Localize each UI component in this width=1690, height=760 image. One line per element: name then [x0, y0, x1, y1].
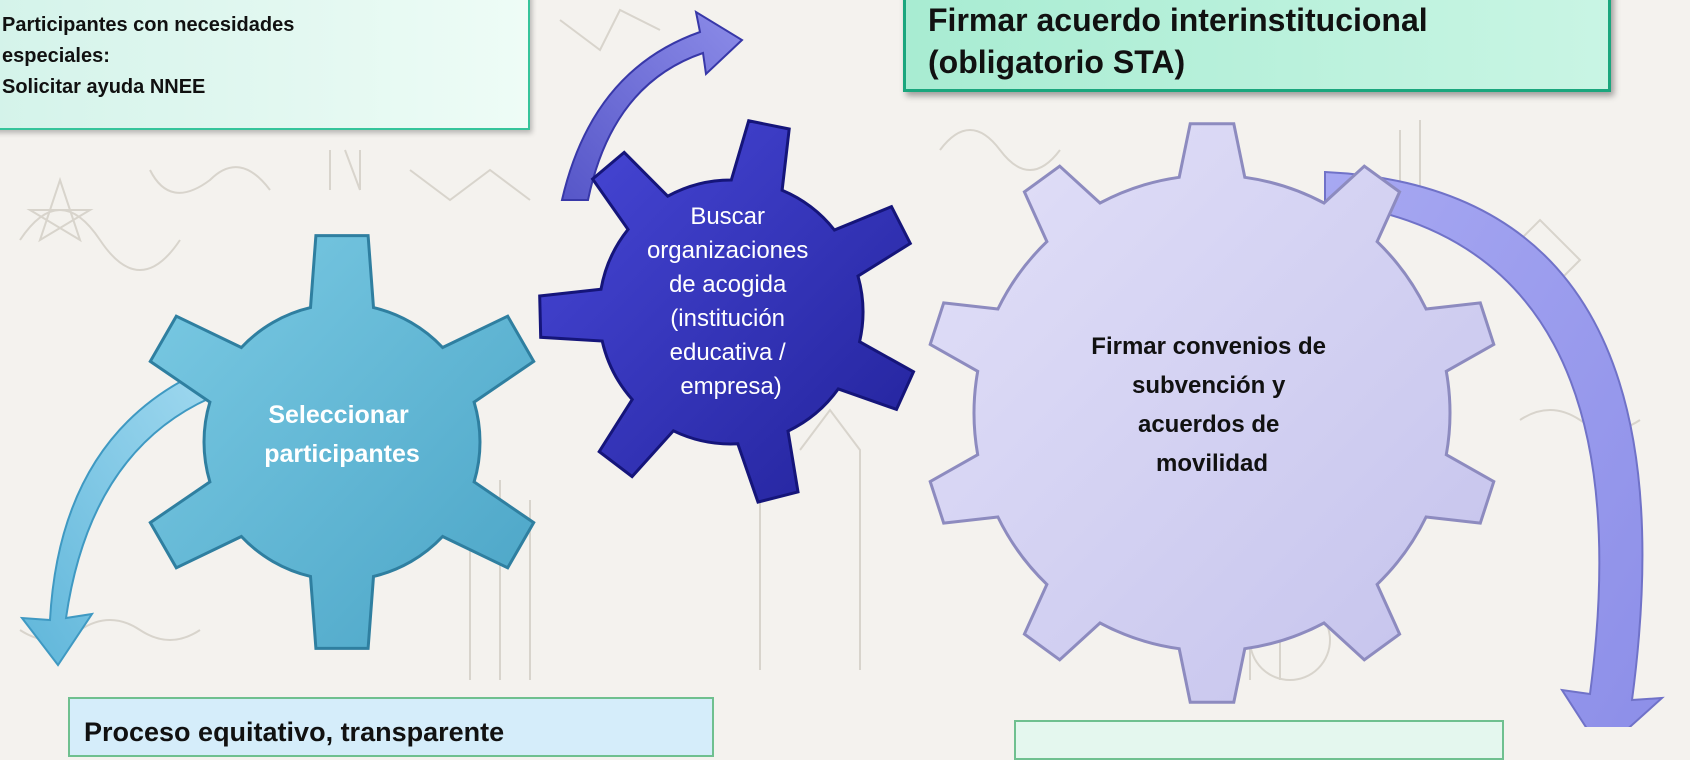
proceso-line: Proceso equitativo, transparente: [84, 717, 505, 747]
gear-buscar-line-2: organizaciones: [647, 237, 808, 264]
sta-line-2: (obligatorio STA): [928, 44, 1186, 80]
process-diagram: Seleccionar participantes Buscar organiz…: [19, 9, 1665, 727]
doodle-star: [26, 176, 94, 243]
doodle-strokes: [1399, 120, 1421, 190]
gear-buscar-line-5: educativa /: [670, 339, 786, 366]
nnee-line-1: Participantes con necesidades: [2, 14, 295, 36]
bottom-right-note-box: [1014, 720, 1504, 760]
gear-seleccionar-line-2: participantes: [264, 440, 420, 468]
gear-firmar-line-3: acuerdos de: [1138, 411, 1279, 438]
gear-firmar-label: Firmar convenios de subvención y acuerdo…: [1091, 333, 1332, 477]
doodle-wave: [149, 166, 271, 194]
sta-line-1: Firmar acuerdo interinstitucional: [928, 2, 1428, 38]
gear-buscar-label: Buscar organizaciones de acogida (instit…: [647, 203, 815, 400]
gear-buscar-line-3: de acogida: [669, 271, 787, 298]
doodle-lines: [559, 8, 661, 52]
doodle-zigzag: [409, 168, 531, 202]
proceso-note-box: Proceso equitativo, transparente: [68, 697, 714, 757]
arrow-firmar-down-right: [1324, 170, 1665, 727]
doodle-curl: [939, 129, 1061, 171]
arrow-buscar-up-right: [560, 9, 744, 201]
nnee-line-2: especiales:: [2, 45, 110, 67]
gear-buscar-line-4: (institución: [670, 305, 785, 332]
gear-firmar-line-1: Firmar convenios de: [1091, 333, 1326, 360]
doodle-squiggle: [19, 209, 181, 271]
nnee-line-3: Solicitar ayuda NNEE: [2, 76, 206, 98]
gear-buscar-line-1: Buscar: [690, 203, 765, 230]
gear-firmar-line-2: subvención y: [1132, 372, 1286, 399]
gear-seleccionar-line-1: Seleccionar: [268, 401, 409, 429]
gear-firmar: [928, 122, 1496, 704]
doodle-hn: [329, 149, 361, 191]
doodle-building: [759, 408, 861, 670]
gear-seleccionar: [148, 234, 536, 650]
gear-buscar: [538, 119, 916, 504]
nnee-note-box: Participantes con necesidades especiales…: [0, 0, 530, 130]
gear-firmar-line-4: movilidad: [1156, 450, 1268, 477]
gear-seleccionar-label: Seleccionar participantes: [264, 401, 420, 468]
sta-note-box: Firmar acuerdo interinstitucional (oblig…: [903, 0, 1611, 92]
arrow-seleccionar-down-left: [19, 372, 212, 667]
gear-buscar-line-6: empresa): [680, 373, 781, 400]
